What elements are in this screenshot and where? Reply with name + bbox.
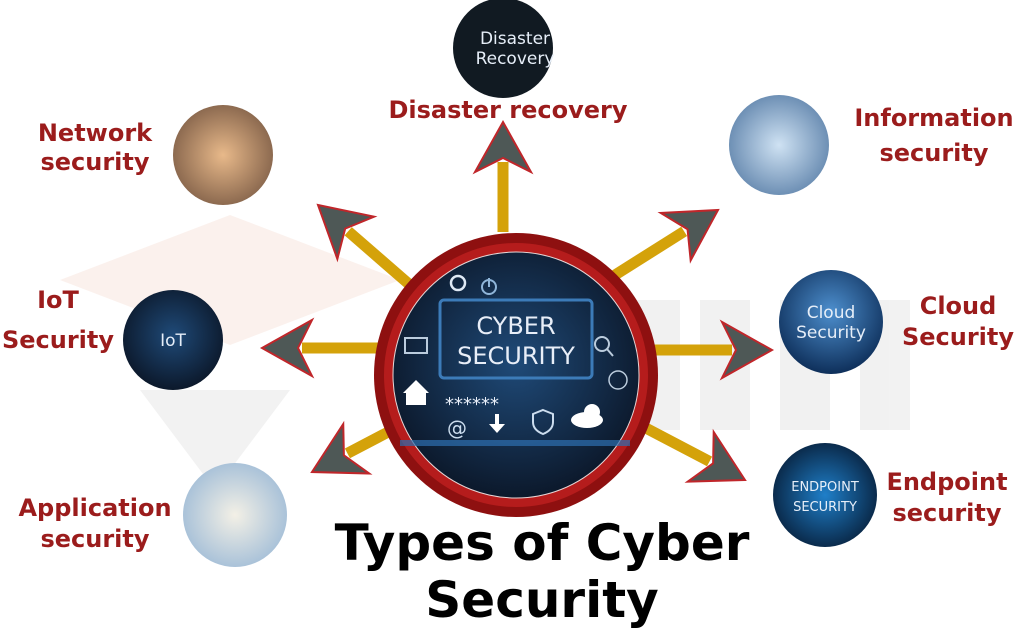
type-iot: IoT IoT Security xyxy=(2,286,223,390)
iot-label: IoT xyxy=(37,286,79,314)
title-line-2: Security xyxy=(425,571,658,629)
arrowhead xyxy=(657,208,720,264)
iot-label: Security xyxy=(2,326,114,354)
password-mask: ****** xyxy=(445,394,499,415)
disaster-image xyxy=(453,0,553,98)
download-icon xyxy=(489,414,505,433)
network-label: Network xyxy=(38,119,153,147)
globe-icon xyxy=(608,370,628,390)
disaster-label: Disaster recovery xyxy=(388,96,627,124)
arrow-shaft xyxy=(344,227,414,290)
network-image xyxy=(173,105,273,205)
home-icon xyxy=(403,380,429,405)
network-label: security xyxy=(40,148,149,176)
application-label: Application xyxy=(18,494,171,522)
arrowhead xyxy=(719,319,775,381)
cloud-icon xyxy=(571,404,603,428)
arrow-cloud xyxy=(650,319,775,381)
title-line-1: Types of Cyber xyxy=(335,514,750,572)
endpoint-label: Endpoint xyxy=(886,468,1007,496)
endpoint-image xyxy=(773,443,877,547)
information-image xyxy=(729,95,829,195)
disaster-image-text: Disaster xyxy=(480,29,550,49)
center-label-line2: SECURITY xyxy=(457,342,575,370)
arrow-information xyxy=(612,208,720,280)
arrow-shaft xyxy=(344,425,395,459)
at-icon: @ xyxy=(447,416,467,440)
arrowhead xyxy=(316,203,378,263)
arrowhead xyxy=(684,428,747,483)
cloud-image xyxy=(779,270,883,374)
arrow-shaft xyxy=(612,226,688,280)
cloud-label: Cloud xyxy=(920,292,997,320)
shield-icon xyxy=(532,408,554,436)
arrowhead xyxy=(472,119,534,175)
cloud-label: Security xyxy=(902,323,1014,351)
arrow-network xyxy=(316,203,414,290)
arrow-shaft xyxy=(637,420,713,467)
arrow-application xyxy=(310,420,395,475)
cyber-security-screen-frame xyxy=(438,298,594,380)
information-label: security xyxy=(879,139,988,167)
application-label: security xyxy=(40,525,149,553)
endpoint-image-text: ENDPOINT xyxy=(791,480,859,495)
center-hub: CYBER SECURITY ****** @ xyxy=(374,233,658,517)
endpoint-label: security xyxy=(892,499,1001,527)
arrowhead xyxy=(310,420,373,475)
power-icon xyxy=(481,278,497,295)
information-label: Information xyxy=(854,104,1013,132)
type-information: Information security xyxy=(729,95,1014,195)
search-icon xyxy=(594,336,614,357)
arrows xyxy=(259,119,775,483)
arrow-endpoint xyxy=(637,420,747,483)
endpoint-image-text: SECURITY xyxy=(793,500,857,515)
arrow-iot xyxy=(259,317,385,379)
type-endpoint: ENDPOINT SECURITY Endpoint security xyxy=(773,443,1008,547)
location-pin-icon xyxy=(449,274,467,292)
arrowhead xyxy=(259,317,315,379)
cloud-image-text: Cloud xyxy=(807,303,856,323)
cloud-image-text: Security xyxy=(796,323,866,343)
iot-image-text: IoT xyxy=(160,331,186,351)
application-image xyxy=(183,463,287,567)
center-label-line1: CYBER xyxy=(476,312,555,340)
disaster-image-text: Recovery xyxy=(476,49,555,69)
arrow-disaster xyxy=(472,119,534,232)
type-application: Application security xyxy=(18,463,287,567)
laptop-icon xyxy=(404,337,428,354)
svg-text:@: @ xyxy=(447,416,467,440)
iot-image xyxy=(123,290,223,390)
